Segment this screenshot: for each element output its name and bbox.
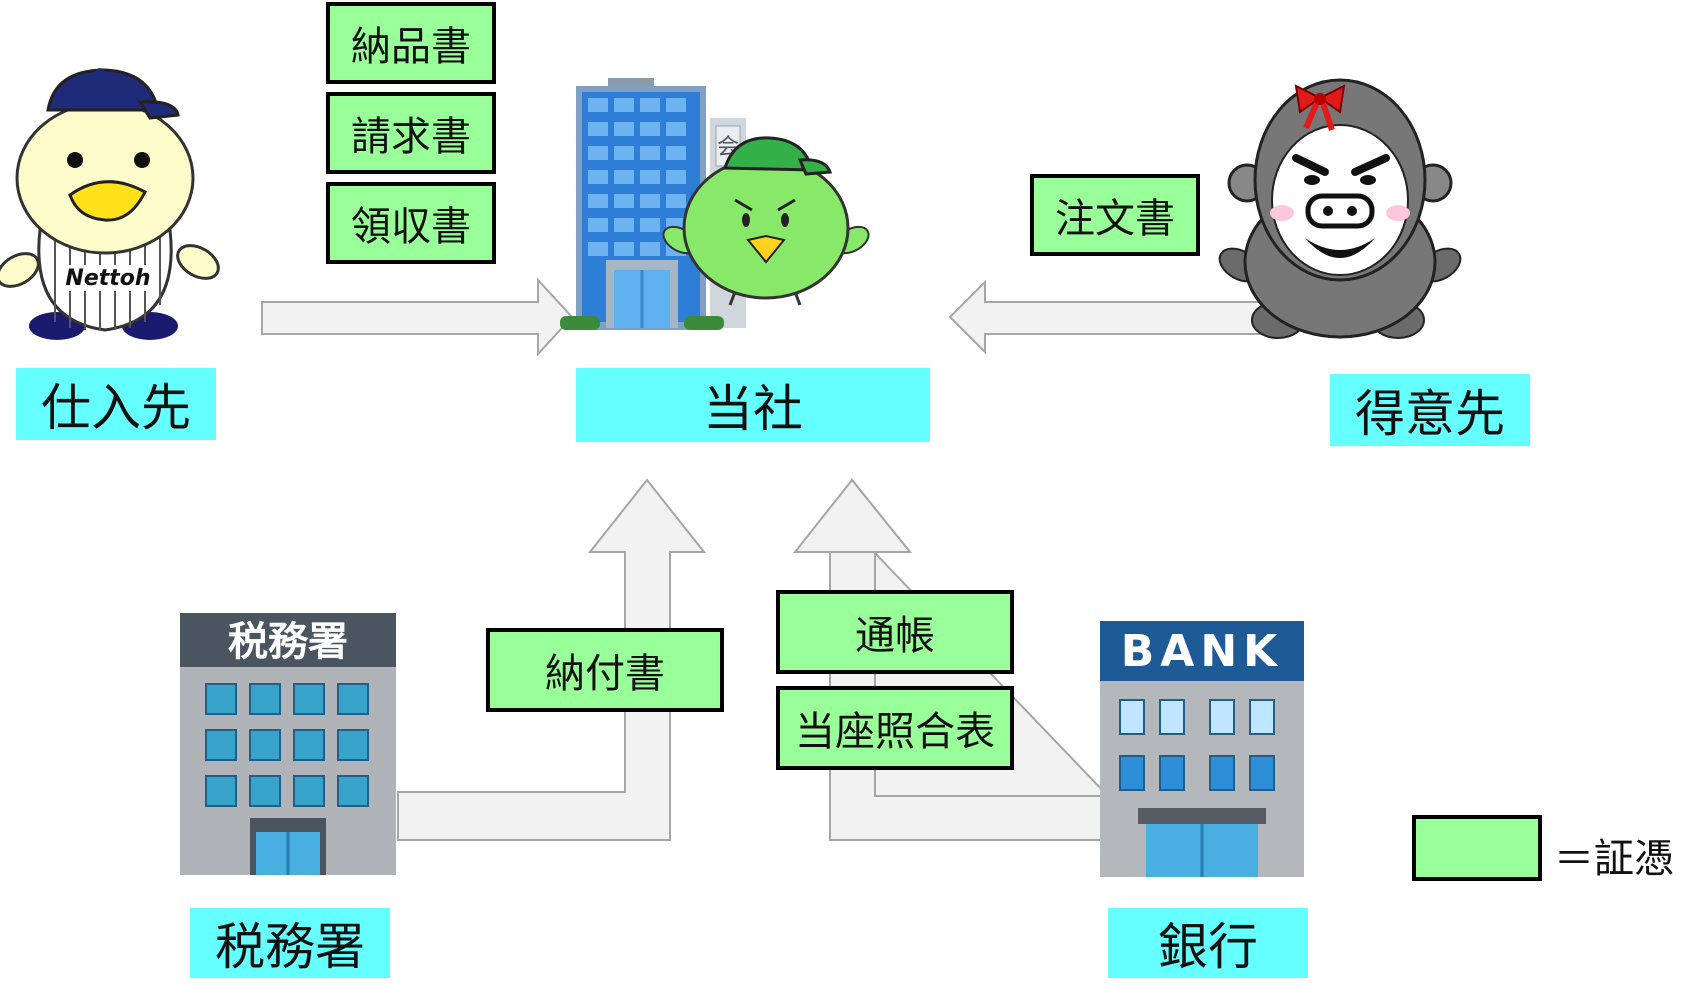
green-bird-mascot-icon — [662, 136, 870, 306]
tax-office-sign-text: 税務署 — [228, 619, 348, 665]
bank-sign-text: BANK — [1121, 626, 1284, 677]
supplier-duck-mascot-icon: Nettoh — [0, 68, 220, 340]
legend-text: ＝証憑 — [1554, 836, 1674, 882]
bank-building-icon: BANK — [1100, 621, 1304, 877]
arrow-supplier-to-company — [261, 277, 574, 357]
customer-gorilla-mascot-icon — [1218, 78, 1462, 339]
entity-label-bank: 銀行 — [1108, 908, 1308, 978]
arrow-customer-to-company — [948, 279, 1276, 355]
tax-office-building-icon: 税務署 — [180, 613, 396, 875]
document-passbook: 通帳 — [776, 590, 1014, 674]
entity-label-tax-office: 税務署 — [190, 908, 390, 978]
document-delivery-note: 納品書 — [326, 2, 496, 84]
document-purchase-order: 注文書 — [1030, 174, 1200, 256]
document-tax-payment-slip: 納付書 — [486, 628, 724, 712]
mascot-shirt-text: Nettoh — [65, 266, 150, 291]
entity-label-company: 当社 — [576, 368, 930, 442]
document-invoice: 請求書 — [326, 92, 496, 174]
legend-swatch — [1412, 815, 1542, 881]
document-receipt: 領収書 — [326, 182, 496, 264]
entity-label-customer: 得意先 — [1330, 374, 1530, 446]
document-bank-statement: 当座照合表 — [776, 686, 1014, 770]
entity-label-supplier: 仕入先 — [16, 368, 216, 440]
